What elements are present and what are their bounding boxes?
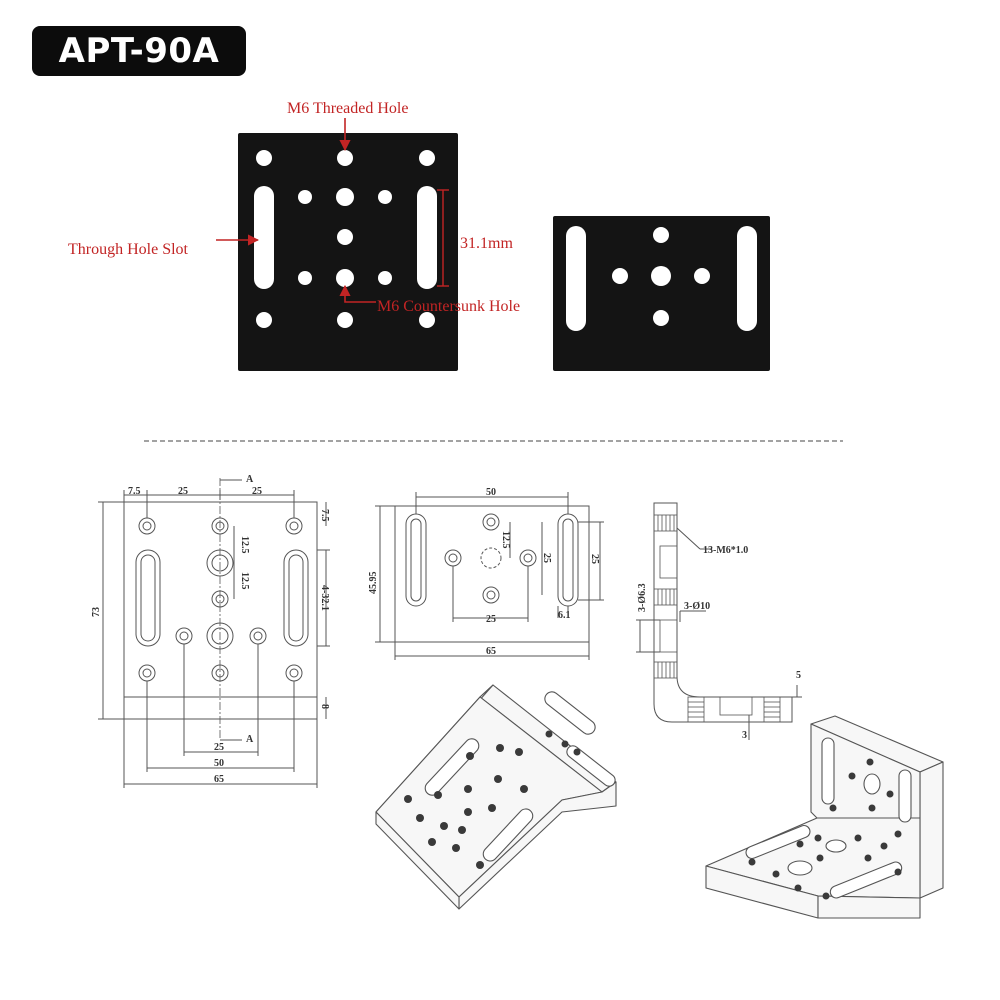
top-dim-pitch-v: 12.5 (500, 531, 511, 549)
front-dim-edge-offset: 7.5 (128, 486, 141, 497)
front-section-mark-top: A (246, 474, 254, 485)
front-section-mark-bottom: A (246, 734, 254, 745)
side-label-bores: 3-Ø10 (684, 601, 710, 612)
front-dim-slot-label: 4-32.1 (319, 585, 330, 611)
front-dim-height: 73 (91, 607, 102, 617)
side-dim-step: 3 (742, 730, 747, 741)
side-section-drawing (636, 502, 802, 740)
side-label-threads: 13-M6*1.0 (703, 545, 748, 556)
top-view-drawing (375, 492, 604, 660)
top-dim-slot-length: 25 (589, 554, 600, 564)
front-dim-base-thickness: 8 (319, 704, 330, 709)
top-dim-hole-span-v: 25 (541, 553, 552, 563)
isometric-bracket-left (375, 684, 617, 910)
side-label-countersink: 3-Ø6.3 (637, 583, 648, 612)
threaded-hole-label: M6 Threaded Hole (287, 100, 408, 117)
slot-spacing-label: 31.1mm (460, 235, 513, 252)
front-dim-bottom-25: 25 (214, 742, 224, 753)
top-dim-slot-offset: 6.1 (558, 610, 571, 621)
front-dim-edge-offset-right: 7.5 (319, 509, 330, 522)
product-title-badge: APT-90A (32, 26, 246, 76)
front-dim-pitch-v2: 12.5 (239, 572, 250, 590)
small-plate-photo (553, 216, 770, 371)
through-hole-slot-label: Through Hole Slot (68, 241, 189, 258)
front-view-drawing (98, 478, 330, 788)
front-dim-width: 65 (214, 774, 224, 785)
front-dim-pitch-v1: 12.5 (239, 536, 250, 554)
top-dim-slot-width-span: 50 (486, 487, 496, 498)
countersunk-hole-label: M6 Countersunk Hole (377, 298, 520, 315)
front-dim-pitch-left: 25 (178, 486, 188, 497)
top-dim-height: 45.95 (368, 572, 379, 595)
top-dim-width: 65 (486, 646, 496, 657)
isometric-bracket-right (705, 715, 944, 919)
side-dim-top-thickness: 5 (796, 670, 801, 681)
front-dim-pitch-right: 25 (252, 486, 262, 497)
top-dim-hole-span-h: 25 (486, 614, 496, 625)
large-plate-photo: M6 Threaded Hole Through Hole Slot 31.1m… (68, 100, 520, 371)
front-dim-bottom-50: 50 (214, 758, 224, 769)
